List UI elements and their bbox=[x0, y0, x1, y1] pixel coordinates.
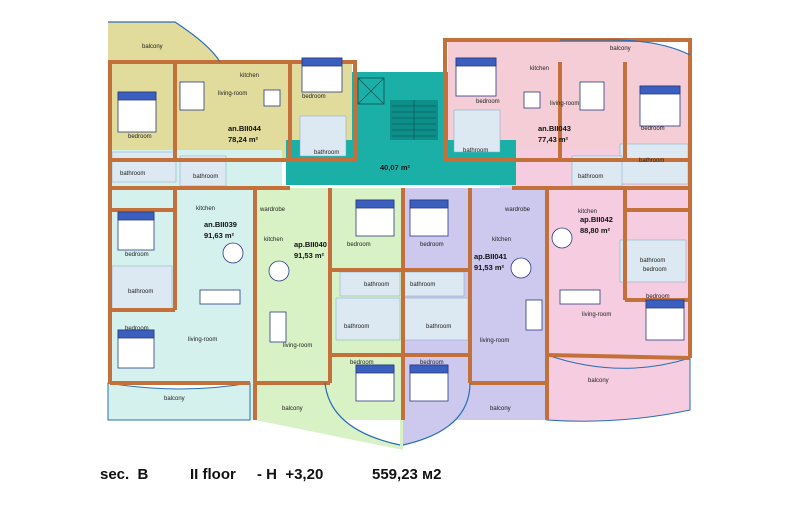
room-label-bathroom: bathroom bbox=[578, 174, 603, 180]
room-label-living-room: living-room bbox=[550, 101, 579, 107]
apartment-id: an.BII044 bbox=[228, 124, 262, 133]
apartment-area: 91,63 m² bbox=[204, 231, 235, 240]
balcony-zone bbox=[546, 354, 691, 422]
room-label-kitchen: kitchen bbox=[240, 73, 259, 79]
room-label-bathroom: bathroom bbox=[640, 258, 665, 264]
room-label-bathroom: bathroom bbox=[410, 282, 435, 288]
apartment-id: an.BII043 bbox=[538, 124, 571, 133]
room-label-living-room: living-room bbox=[480, 338, 509, 344]
floor-caption: sec. B II floor - H +3,20 559,23 м2 bbox=[0, 466, 800, 496]
bathroom-tiles bbox=[111, 109, 689, 341]
room-label-living-room: living-room bbox=[218, 91, 247, 97]
room-label-bathroom: bathroom bbox=[426, 324, 451, 330]
room-label-living-room: living-room bbox=[283, 343, 312, 349]
balcony-rails bbox=[108, 21, 691, 446]
room-label-kitchen: kitchen bbox=[196, 206, 215, 212]
apartment-id: ap.BII040 bbox=[294, 240, 327, 249]
room-label-bedroom: bedroom bbox=[420, 360, 444, 366]
apartment-area: 77,43 m² bbox=[538, 135, 569, 144]
room-label-balcony: balcony bbox=[282, 406, 303, 412]
room-label-bedroom: bedroom bbox=[125, 252, 149, 258]
balcony-zone bbox=[107, 382, 251, 421]
room-label-bathroom: bathroom bbox=[128, 289, 153, 295]
room-label-bathroom: bathroom bbox=[314, 150, 339, 156]
room-label-bedroom: bedroom bbox=[128, 134, 152, 140]
room-label-bathroom: bathroom bbox=[364, 282, 389, 288]
stair-steps bbox=[392, 100, 436, 140]
room-label-balcony: balcony bbox=[610, 46, 631, 52]
caption-section: sec. B bbox=[100, 466, 149, 483]
room-label-kitchen: kitchen bbox=[492, 237, 511, 243]
room-label-bedroom: bedroom bbox=[347, 242, 371, 248]
room-label-bedroom: bedroom bbox=[125, 326, 149, 332]
room-label-balcony: balcony bbox=[490, 406, 511, 412]
room-label-living-room: living-room bbox=[582, 312, 611, 318]
room-label-wardrobe: wardrobe bbox=[259, 207, 286, 213]
room-label-kitchen: kitchen bbox=[578, 209, 597, 215]
room-label-bedroom: bedroom bbox=[350, 360, 374, 366]
room-label-balcony: balcony bbox=[142, 44, 163, 50]
apartment-area: 78,24 m² bbox=[228, 135, 259, 144]
room-label-bathroom: bathroom bbox=[463, 148, 488, 154]
room-label-kitchen: kitchen bbox=[264, 237, 283, 243]
balcony-zone bbox=[108, 22, 232, 160]
room-label-bedroom: bedroom bbox=[302, 94, 326, 100]
room-label-bathroom: bathroom bbox=[344, 324, 369, 330]
room-label-bathroom: bathroom bbox=[639, 158, 664, 164]
room-label-wardrobe: wardrobe bbox=[504, 207, 531, 213]
apartment-area: 88,80 m² bbox=[580, 226, 611, 235]
caption-total-area: 559,23 м2 bbox=[372, 466, 442, 483]
room-label-bedroom: bedroom bbox=[420, 242, 444, 248]
balcony-zone bbox=[255, 383, 403, 450]
room-label-bedroom: bedroom bbox=[476, 99, 500, 105]
room-label-bathroom: bathroom bbox=[193, 174, 218, 180]
room-label-bedroom: bedroom bbox=[646, 294, 670, 300]
apartment-id: an.BII039 bbox=[204, 220, 237, 229]
room-label-bedroom: bedroom bbox=[643, 267, 667, 273]
apartment-area: 91,53 m² bbox=[294, 251, 325, 260]
lift-shaft bbox=[357, 77, 385, 105]
room-label-bedroom: bedroom bbox=[641, 126, 665, 132]
room-label-living-room: living-room bbox=[188, 337, 217, 343]
apartment-id: ap.BII042 bbox=[580, 215, 613, 224]
room-label-bathroom: bathroom bbox=[120, 171, 145, 177]
room-label-balcony: balcony bbox=[588, 378, 609, 384]
furniture bbox=[117, 57, 685, 402]
apartment-id: ap.BII041 bbox=[474, 252, 507, 261]
caption-floor: II floor bbox=[190, 466, 236, 483]
core-area-label: 40,07 m² bbox=[380, 163, 411, 172]
apartment-area: 91,53 m² bbox=[474, 263, 505, 272]
caption-height: - H +3,20 bbox=[257, 466, 324, 483]
room-label-kitchen: kitchen bbox=[530, 66, 549, 72]
room-label-balcony: balcony bbox=[164, 396, 185, 402]
walls bbox=[108, 38, 692, 420]
